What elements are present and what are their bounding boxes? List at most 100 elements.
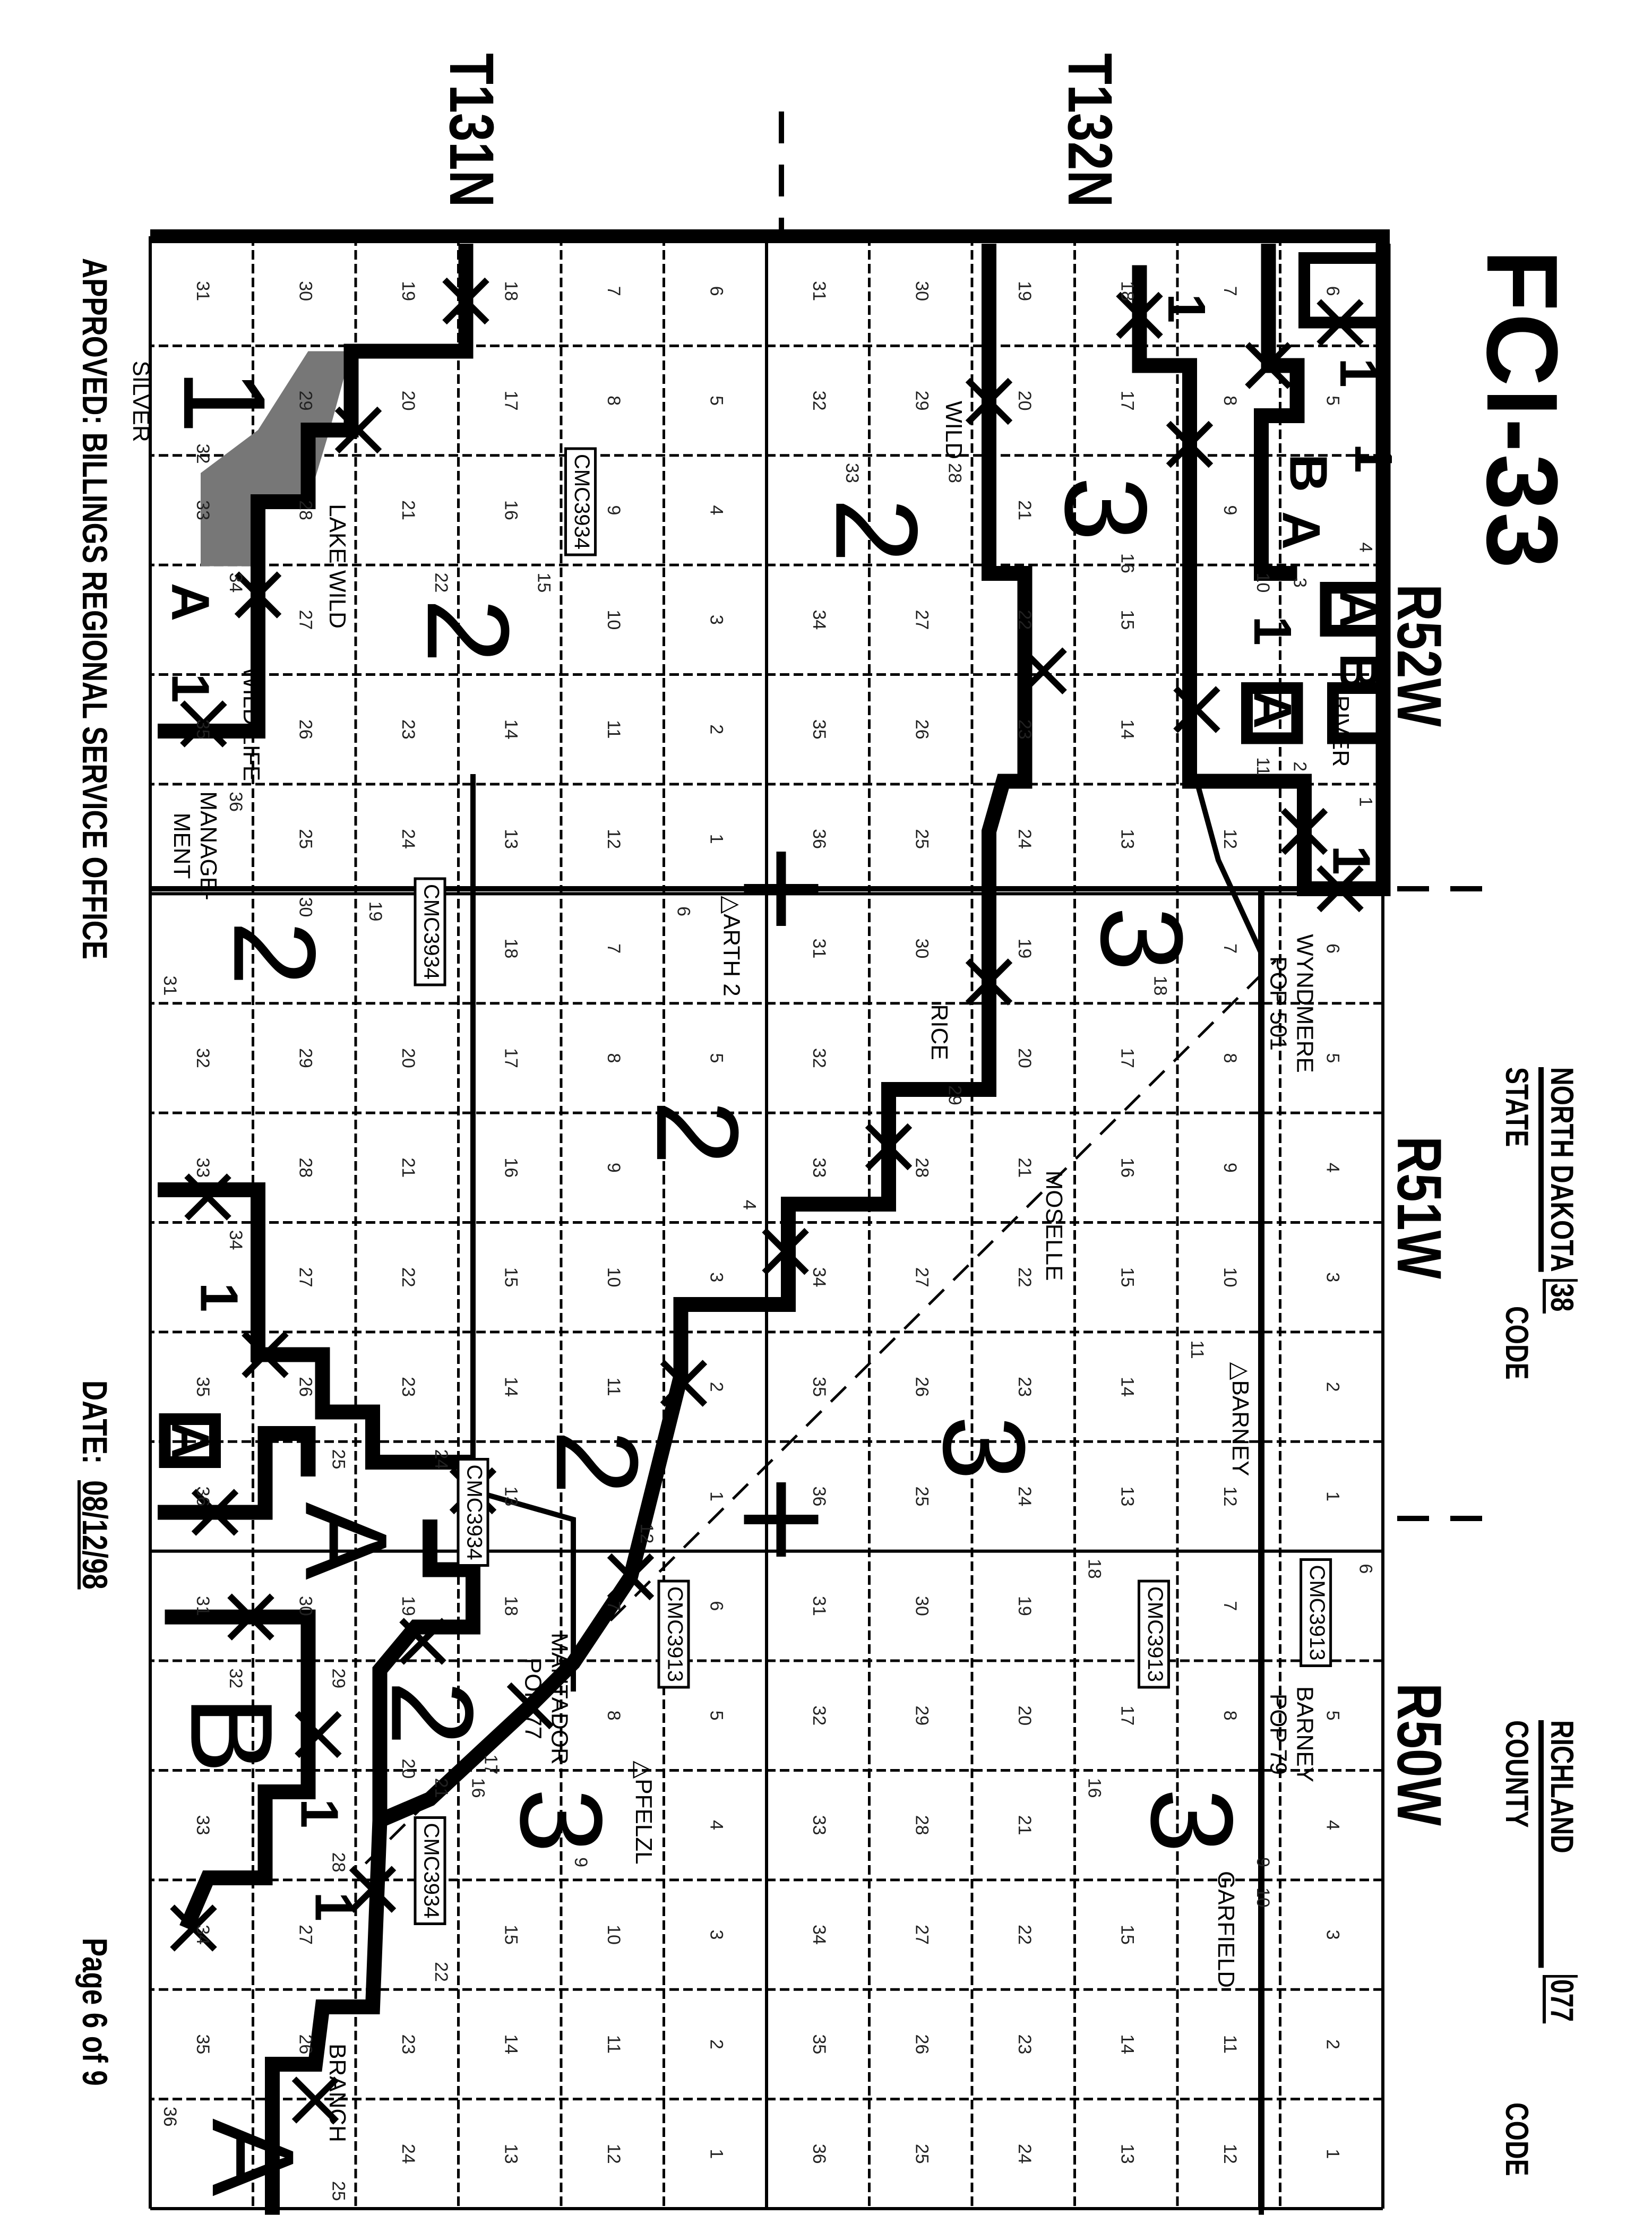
approval-text: APPROVED: BILLINGS REGIONAL SERVICE OFFI… bbox=[75, 258, 115, 960]
code-label: CMC3934 bbox=[419, 884, 443, 980]
section-number: 22 bbox=[431, 572, 451, 593]
place-name: RIVER bbox=[1328, 696, 1354, 767]
section-number: 32 bbox=[193, 444, 213, 464]
section-number: 33 bbox=[193, 1815, 213, 1835]
section-number: 17 bbox=[480, 1754, 501, 1774]
section-number: 28 bbox=[295, 1157, 315, 1178]
section-number: 25 bbox=[328, 2181, 348, 2201]
section-number: 7 bbox=[604, 1601, 624, 1611]
section-number: 7 bbox=[1220, 286, 1240, 296]
section-number: 18 bbox=[1150, 976, 1170, 996]
section-number: 32 bbox=[193, 1048, 213, 1068]
section-number: 22 bbox=[1014, 1925, 1035, 1945]
section-number: 34 bbox=[193, 1925, 213, 1945]
boundary-x-marker bbox=[865, 1123, 913, 1171]
section-number: 21 bbox=[1014, 1157, 1035, 1178]
place-label: △BARNEY bbox=[1227, 1362, 1253, 1476]
section-number: 24 bbox=[1014, 2144, 1035, 2164]
section-number: 3 bbox=[1322, 1930, 1343, 1940]
section-number: 3 bbox=[706, 1272, 726, 1282]
section-number: 26 bbox=[911, 1377, 932, 1397]
boundary-x-marker bbox=[607, 1553, 655, 1601]
section-number: 2 bbox=[706, 1382, 726, 1392]
section-number: 15 bbox=[501, 1267, 521, 1287]
section-number: 20 bbox=[398, 1048, 418, 1068]
zone-label: 1 bbox=[161, 673, 220, 703]
section-number: 20 bbox=[398, 1758, 418, 1779]
section-number: 21 bbox=[1014, 1815, 1035, 1835]
place-name: RICE bbox=[926, 1004, 952, 1060]
place-name: SILVER bbox=[128, 360, 154, 442]
section-number: 17 bbox=[501, 1048, 521, 1068]
section-number: 5 bbox=[1322, 396, 1343, 406]
code-label: CMC3913 bbox=[663, 1586, 686, 1682]
section-number: 9 bbox=[1220, 1163, 1240, 1173]
section-number: 33 bbox=[842, 463, 862, 483]
section-number: 5 bbox=[706, 1711, 726, 1721]
section-number: 36 bbox=[809, 1487, 829, 1507]
zone-label: 3 bbox=[1077, 906, 1207, 971]
section-number: 1 bbox=[1355, 797, 1375, 807]
section-number: 29 bbox=[328, 1668, 348, 1688]
zone-box bbox=[1320, 582, 1389, 637]
section-number: 28 bbox=[911, 1157, 932, 1178]
zone-label: B bbox=[166, 1696, 297, 1774]
boundary-x-marker bbox=[965, 377, 1013, 425]
section-number: 16 bbox=[1117, 553, 1137, 573]
boundary-x-marker bbox=[242, 1331, 289, 1378]
section-number: 23 bbox=[1014, 2034, 1035, 2055]
date-block: DATE: 08/12/98 bbox=[75, 1380, 115, 1590]
section-number: 27 bbox=[911, 1925, 932, 1945]
boundary-x-marker bbox=[1116, 291, 1163, 339]
boundary-x-marker bbox=[295, 1711, 342, 1758]
section-number: 5 bbox=[1322, 1711, 1343, 1721]
section-number: 7 bbox=[1220, 943, 1240, 954]
zone-label: A bbox=[161, 583, 220, 621]
section-number: 10 bbox=[1253, 1887, 1273, 1908]
code-box bbox=[1300, 1558, 1332, 1667]
section-number: 34 bbox=[809, 1267, 829, 1287]
section-number: 3 bbox=[706, 615, 726, 625]
section-number: 6 bbox=[706, 286, 726, 296]
zone-box bbox=[159, 1413, 221, 1468]
zone-label: 2 bbox=[811, 498, 942, 563]
section-number: 31 bbox=[193, 1596, 213, 1616]
section-number: 15 bbox=[1117, 1925, 1137, 1945]
zone-label: 1 bbox=[1344, 443, 1403, 473]
section-number: 36 bbox=[193, 1487, 213, 1507]
section-number: 16 bbox=[468, 1778, 488, 1798]
date-value: 08/12/98 bbox=[75, 1480, 115, 1590]
zone-boundary bbox=[265, 244, 1032, 2215]
boundary-x-marker bbox=[506, 1682, 554, 1730]
zone-label: 1 bbox=[1157, 294, 1216, 323]
place-name: BARNEY bbox=[1292, 1686, 1318, 1782]
section-number: 16 bbox=[1084, 1778, 1104, 1798]
zone-label: B bbox=[1279, 454, 1338, 492]
section-number: 1 bbox=[1322, 1491, 1343, 1501]
section-number: 30 bbox=[295, 1596, 315, 1616]
section-number: 8 bbox=[604, 396, 624, 406]
section-number: 35 bbox=[193, 1377, 213, 1397]
section-number: 36 bbox=[226, 792, 246, 812]
section-number: 32 bbox=[226, 1668, 246, 1688]
section-number: 10 bbox=[604, 1925, 624, 1945]
section-number: 26 bbox=[911, 2034, 932, 2055]
code-tag: CMC3934 bbox=[457, 1458, 489, 1567]
section-number: 33 bbox=[809, 1157, 829, 1178]
section-number: 4 bbox=[1322, 1820, 1343, 1830]
section-number: 28 bbox=[295, 500, 315, 520]
section-number: 14 bbox=[501, 719, 521, 740]
place-label: WILD LIFE bbox=[238, 667, 264, 781]
section-number: 9 bbox=[1220, 505, 1240, 516]
section-number: 25 bbox=[911, 1487, 932, 1507]
section-number: 28 bbox=[328, 1852, 348, 1873]
section-number: 23 bbox=[1014, 1377, 1035, 1397]
section-number: 2 bbox=[1322, 2039, 1343, 2049]
section-number: 36 bbox=[809, 2144, 829, 2164]
section-number: 27 bbox=[911, 609, 932, 630]
section-number: 6 bbox=[673, 906, 693, 916]
section-number: 11 bbox=[604, 1377, 624, 1396]
section-number: 6 bbox=[1355, 1564, 1375, 1574]
zone-label: 1 bbox=[1329, 358, 1388, 388]
zone-label: 1 bbox=[1243, 616, 1302, 646]
